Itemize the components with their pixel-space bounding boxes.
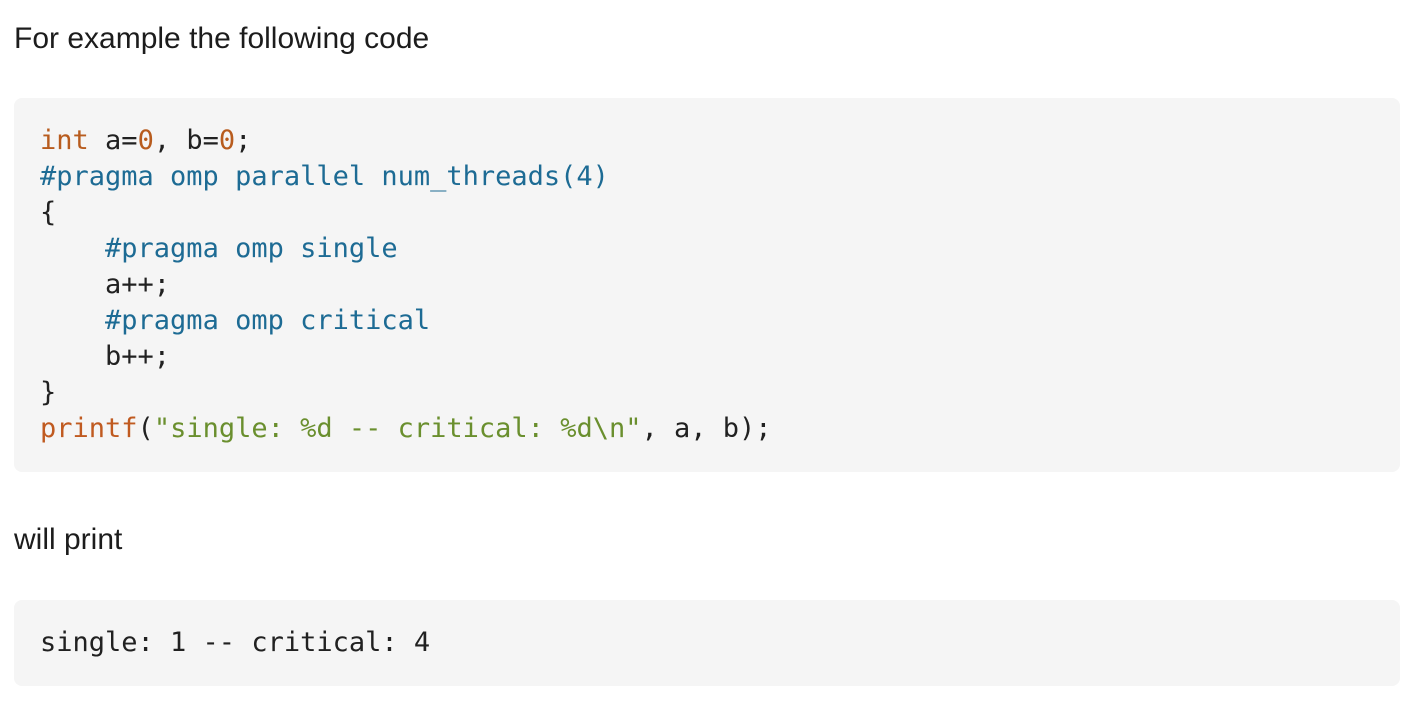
- code-line: a++;: [40, 267, 1374, 303]
- code-token-plain: , b=: [153, 125, 219, 156]
- code-line: b++;: [40, 339, 1374, 375]
- output-block: single: 1 -- critical: 4: [14, 600, 1400, 686]
- code-token-preprocessor: #pragma omp parallel num_threads(4): [40, 161, 609, 192]
- code-token-plain: }: [40, 377, 57, 408]
- code-token-plain: {: [40, 197, 57, 228]
- code-token-plain: a++;: [40, 269, 171, 300]
- code-line: single: 1 -- critical: 4: [40, 625, 1374, 661]
- code-token-plain: ;: [235, 125, 252, 156]
- code-token-plain: [40, 305, 105, 336]
- code-token-function: printf: [40, 413, 138, 444]
- intro-text: For example the following code: [14, 22, 430, 55]
- code-line: printf("single: %d -- critical: %d\n", a…: [40, 411, 1374, 447]
- code-line: }: [40, 375, 1374, 411]
- code-token-plain: b++;: [40, 341, 171, 372]
- will-print-text: will print: [14, 523, 123, 556]
- code-line: #pragma omp critical: [40, 303, 1374, 339]
- code-token-plain: single: 1 -- critical: 4: [40, 627, 431, 658]
- code-token-plain: (: [137, 413, 154, 444]
- code-line: int a=0, b=0;: [40, 123, 1374, 159]
- code-line: #pragma omp single: [40, 231, 1374, 267]
- code-token-preprocessor: #pragma omp critical: [105, 305, 431, 336]
- code-token-plain: [40, 233, 105, 264]
- code-token-type: int: [40, 125, 89, 156]
- code-block: int a=0, b=0;#pragma omp parallel num_th…: [14, 98, 1400, 472]
- code-token-plain: , a, b);: [641, 413, 772, 444]
- code-line: {: [40, 195, 1374, 231]
- code-token-number: 0: [218, 125, 236, 156]
- code-token-number: 0: [137, 125, 154, 156]
- code-token-preprocessor: #pragma omp single: [105, 233, 398, 264]
- code-line: #pragma omp parallel num_threads(4): [40, 159, 1374, 195]
- code-token-string: "single: %d -- critical: %d\n": [153, 413, 642, 444]
- code-token-plain: a=: [88, 125, 138, 156]
